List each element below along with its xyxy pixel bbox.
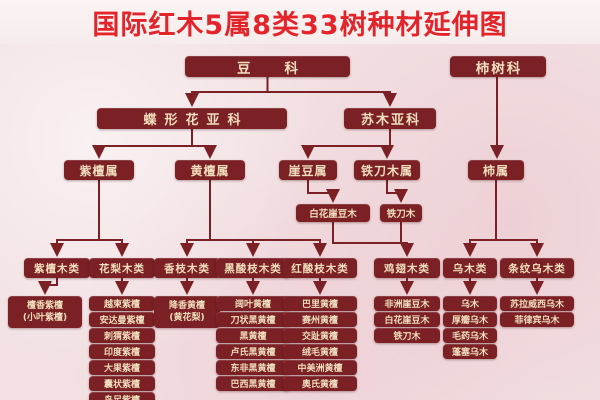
category-ebony-wood: 乌木类 bbox=[443, 258, 497, 278]
node-senna-siamea: 铁刀木 bbox=[380, 204, 422, 222]
category-red-rosewood: 红酸枝木类 bbox=[283, 258, 357, 278]
node-papilionoideae: 蝶形花亚科 bbox=[97, 108, 287, 129]
node-millettia-leucantha: 白花崖豆木 bbox=[296, 204, 370, 222]
species-item: 卢氏黑黄檀 bbox=[216, 344, 290, 359]
node-senna-genus: 铁刀木属 bbox=[354, 160, 420, 180]
species-item: 菲律宾乌木 bbox=[500, 312, 574, 327]
species-item: 印度紫檀 bbox=[89, 344, 155, 359]
species-scented-rosewood: 降香黄檀 (黄花梨) bbox=[154, 296, 220, 328]
node-pterocarpus-genus: 紫檀属 bbox=[64, 160, 134, 180]
species-alias: (黄花梨) bbox=[169, 313, 205, 323]
species-item: 乌木 bbox=[443, 296, 497, 311]
species-item: 安达曼紫檀 bbox=[89, 312, 155, 327]
category-zitan-wood: 紫檀木类 bbox=[24, 258, 90, 278]
species-item: 阔叶黄檀 bbox=[216, 296, 290, 311]
diagram-title: 国际红木5属8类33树种材延伸图 bbox=[92, 9, 508, 41]
species-item: 苏拉威西乌木 bbox=[500, 296, 574, 311]
species-item: 越柬紫檀 bbox=[89, 296, 155, 311]
species-item: 奥氏黄檀 bbox=[283, 376, 357, 391]
node-millettia-genus: 崖豆属 bbox=[279, 160, 337, 180]
species-name: 降香黄檀 bbox=[168, 300, 205, 311]
species-alias: (小叶紫檀) bbox=[22, 313, 68, 323]
species-item: 黑黄檀 bbox=[216, 328, 290, 343]
species-item: 囊状紫檀 bbox=[89, 376, 155, 391]
species-item: 铁刀木 bbox=[374, 328, 440, 343]
node-legume-family: 豆科 bbox=[185, 56, 350, 77]
category-xiangzhi-wood: 香枝木类 bbox=[154, 258, 220, 278]
species-item: 毛药乌木 bbox=[443, 328, 497, 343]
species-sandalwood: 檀香紫檀 (小叶紫檀) bbox=[8, 296, 82, 328]
species-item: 蓬塞乌木 bbox=[443, 344, 497, 359]
category-black-rosewood: 黑酸枝木类 bbox=[216, 258, 290, 278]
species-item: 大果紫檀 bbox=[89, 360, 155, 375]
species-item: 绒毛黄檀 bbox=[283, 344, 357, 359]
species-item: 刺猬紫檀 bbox=[89, 328, 155, 343]
species-item: 赛州黄檀 bbox=[283, 312, 357, 327]
species-item: 巴里黄檀 bbox=[283, 296, 357, 311]
species-item: 厚瓣乌木 bbox=[443, 312, 497, 327]
category-huali-wood: 花梨木类 bbox=[89, 258, 155, 278]
species-item: 白花崖豆木 bbox=[374, 312, 440, 327]
species-item: 东非黑黄檀 bbox=[216, 360, 290, 375]
species-name: 檀香紫檀 bbox=[26, 300, 63, 311]
title-bar: 国际红木5属8类33树种材延伸图 bbox=[0, 0, 600, 44]
node-dalbergia-genus: 黄檀属 bbox=[175, 160, 245, 180]
species-item: 非洲崖豆木 bbox=[374, 296, 440, 311]
species-item: 鸟足紫檀 bbox=[89, 392, 155, 400]
category-jichi-wood: 鸡翅木类 bbox=[374, 258, 440, 278]
species-item: 巴西黑黄檀 bbox=[216, 376, 290, 391]
node-persimmon-genus: 柿属 bbox=[468, 160, 524, 180]
species-item: 中美洲黄檀 bbox=[283, 360, 357, 375]
species-item: 交趾黄檀 bbox=[283, 328, 357, 343]
category-striped-ebony: 条纹乌木类 bbox=[500, 258, 574, 278]
species-item: 刀状黑黄檀 bbox=[216, 312, 290, 327]
node-persimmon-family: 柿树科 bbox=[450, 56, 546, 77]
node-caesalpinioideae: 苏木亚科 bbox=[344, 108, 436, 129]
